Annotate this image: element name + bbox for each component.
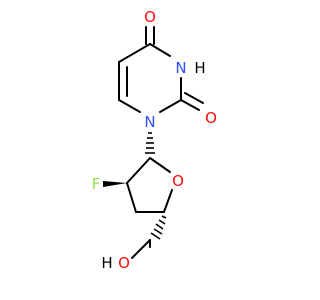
atom-o-top: O	[144, 8, 156, 26]
bond-c2-o	[180, 99, 200, 111]
uracil-ring	[118, 26, 204, 113]
bond-c2-o-double	[184, 92, 204, 104]
hashed-bond-c4-c5prime	[150, 215, 167, 240]
bond-c4-c5	[118, 43, 151, 63]
atom-h-hydroxyl: H	[101, 254, 112, 272]
atom-f: F	[92, 175, 101, 193]
wedge-bond-c2-f	[103, 181, 127, 187]
atom-o-hydroxyl: O	[118, 254, 130, 272]
atom-o-right: O	[205, 109, 217, 127]
bond-c1-o4	[149, 157, 171, 173]
sugar-ring	[126, 157, 173, 259]
bond-c3-c2	[126, 182, 137, 213]
bond-o4-c4	[163, 189, 173, 213]
bond-c6-n1	[118, 99, 141, 113]
atom-n3: N	[175, 59, 186, 77]
bond-c2-c1	[126, 157, 151, 184]
atom-o-sugar: O	[172, 172, 184, 190]
atom-h-n3: H	[194, 59, 205, 77]
bond-n1-c2	[159, 99, 182, 113]
molecule-structure: O N H O N O F O H	[92, 8, 217, 272]
atom-n1: N	[144, 113, 155, 131]
hashed-bond-n1-c1prime	[145, 132, 155, 154]
bond-c5-o5	[131, 239, 151, 259]
bond-n3-c4	[149, 43, 171, 57]
